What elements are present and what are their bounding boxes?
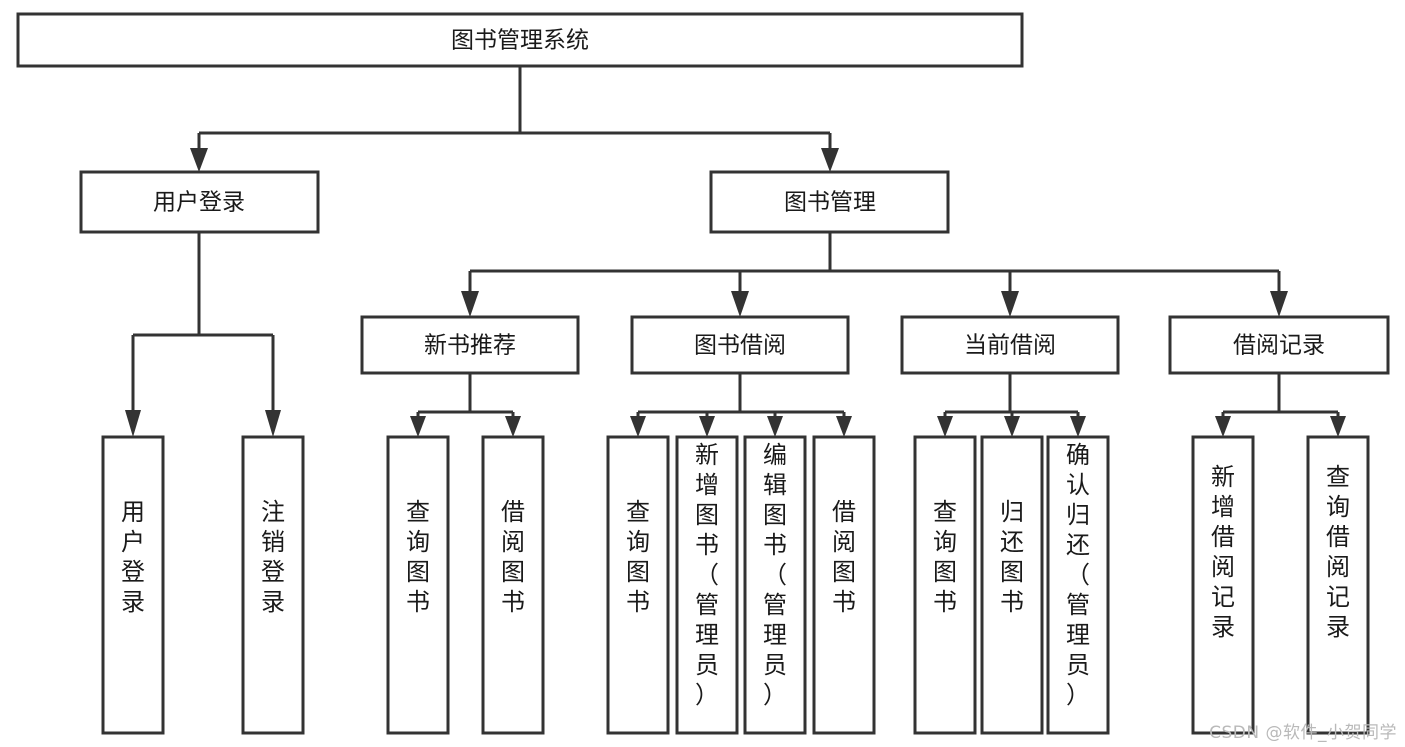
node-new-book-recommend-label: 新书推荐 bbox=[424, 333, 516, 359]
node-user-login[interactable]: 用户登录 bbox=[79, 170, 320, 234]
node-leaf-query-book-1[interactable]: 查询图书 bbox=[386, 435, 450, 735]
node-user-login-label: 用户登录 bbox=[153, 190, 245, 216]
edge-group-new-book-recommend bbox=[410, 373, 521, 437]
node-leaf-query-book-3-box[interactable] bbox=[913, 435, 977, 735]
node-borrow-record-box[interactable] bbox=[1168, 315, 1390, 375]
node-leaf-edit-book-admin-label: 编辑图书（管理员） bbox=[763, 441, 787, 709]
node-leaf-borrow-book-2[interactable]: 借阅图书 bbox=[812, 435, 876, 735]
node-root[interactable]: 图书管理系统 bbox=[16, 12, 1024, 68]
arrow-head-leaf-logout-login bbox=[265, 410, 281, 437]
node-leaf-query-book-2[interactable]: 查询图书 bbox=[606, 435, 670, 735]
arrow-head-leaf-borrow-book-2 bbox=[836, 416, 852, 437]
node-leaf-query-book-1-label: 查询图书 bbox=[406, 498, 430, 616]
arrow-head-leaf-query-book-2 bbox=[630, 416, 646, 437]
node-user-login-box[interactable] bbox=[79, 170, 320, 234]
node-leaf-return-book-box[interactable] bbox=[980, 435, 1044, 735]
node-borrow-record[interactable]: 借阅记录 bbox=[1168, 315, 1390, 375]
node-root-box[interactable] bbox=[16, 12, 1024, 68]
node-leaf-add-book-admin[interactable]: 新增图书（管理员） bbox=[675, 435, 739, 735]
node-book-manage-label: 图书管理 bbox=[784, 190, 876, 216]
node-leaf-add-borrow-record[interactable]: 新增借阅记录 bbox=[1191, 435, 1255, 735]
edge-group-current-borrow bbox=[937, 373, 1086, 437]
node-book-borrow-label: 图书借阅 bbox=[694, 333, 786, 359]
arrow-head-leaf-query-book-3 bbox=[937, 416, 953, 437]
node-leaf-query-book-1-box[interactable] bbox=[386, 435, 450, 735]
arrow-head-leaf-edit-book-admin bbox=[767, 416, 783, 437]
arrow-head-leaf-query-borrow-record bbox=[1330, 416, 1346, 437]
node-root-label: 图书管理系统 bbox=[451, 28, 589, 54]
edge-group-user-login bbox=[125, 232, 281, 437]
node-leaf-confirm-return-admin-box[interactable] bbox=[1046, 435, 1110, 735]
node-new-book-recommend-box[interactable] bbox=[360, 315, 580, 375]
node-leaf-add-borrow-record-label: 新增借阅记录 bbox=[1211, 463, 1235, 641]
arrow-head-new-book-recommend bbox=[461, 291, 479, 317]
edge-group-book-manage bbox=[461, 232, 1288, 317]
node-leaf-query-book-3[interactable]: 查询图书 bbox=[913, 435, 977, 735]
edge-group-root bbox=[190, 66, 839, 172]
node-leaf-return-book-label: 归还图书 bbox=[1000, 498, 1024, 616]
arrow-head-leaf-borrow-book-1 bbox=[505, 416, 521, 437]
node-book-borrow[interactable]: 图书借阅 bbox=[630, 315, 850, 375]
node-book-borrow-box[interactable] bbox=[630, 315, 850, 375]
node-leaf-query-book-2-label: 查询图书 bbox=[626, 498, 650, 616]
node-leaf-user-login[interactable]: 用户登录 bbox=[101, 435, 165, 735]
node-book-manage[interactable]: 图书管理 bbox=[709, 170, 950, 234]
arrow-head-leaf-query-book-1 bbox=[410, 416, 426, 437]
node-leaf-borrow-book-1-label: 借阅图书 bbox=[501, 498, 525, 616]
arrow-head-current-borrow bbox=[1001, 291, 1019, 317]
arrow-head-user-login bbox=[190, 148, 208, 172]
node-borrow-record-label: 借阅记录 bbox=[1233, 333, 1325, 359]
node-leaf-add-book-admin-label: 新增图书（管理员） bbox=[695, 441, 719, 709]
node-leaf-borrow-book-2-box[interactable] bbox=[812, 435, 876, 735]
node-current-borrow-label: 当前借阅 bbox=[964, 333, 1056, 359]
node-leaf-query-borrow-record[interactable]: 查询借阅记录 bbox=[1306, 435, 1370, 735]
node-leaf-add-borrow-record-box[interactable] bbox=[1191, 435, 1255, 735]
csdn-watermark: CSDN @软件_小贺同学 bbox=[1209, 723, 1397, 743]
node-leaf-return-book[interactable]: 归还图书 bbox=[980, 435, 1044, 735]
arrow-head-borrow-record bbox=[1270, 291, 1288, 317]
arrow-head-book-manage bbox=[821, 148, 839, 172]
edge-group-book-borrow bbox=[630, 373, 852, 437]
arrow-head-book-borrow bbox=[731, 291, 749, 317]
node-leaf-logout-login-box[interactable] bbox=[241, 435, 305, 735]
node-leaf-borrow-book-1-box[interactable] bbox=[481, 435, 545, 735]
node-leaf-logout-login-label: 注销登录 bbox=[261, 498, 285, 616]
node-book-manage-box[interactable] bbox=[709, 170, 950, 234]
node-leaf-query-book-3-label: 查询图书 bbox=[933, 498, 957, 616]
node-current-borrow-box[interactable] bbox=[900, 315, 1120, 375]
node-leaf-confirm-return-admin[interactable]: 确认归还（管理员） bbox=[1046, 435, 1110, 735]
node-leaf-query-book-2-box[interactable] bbox=[606, 435, 670, 735]
node-leaf-confirm-return-admin-label: 确认归还（管理员） bbox=[1066, 441, 1090, 709]
node-leaf-query-borrow-record-label: 查询借阅记录 bbox=[1326, 463, 1350, 641]
node-leaf-user-login-box[interactable] bbox=[101, 435, 165, 735]
arrow-head-leaf-confirm-return-admin bbox=[1070, 416, 1086, 437]
node-leaf-add-book-admin-box[interactable] bbox=[675, 435, 739, 735]
node-leaf-borrow-book-2-label: 借阅图书 bbox=[832, 498, 856, 616]
arrow-head-leaf-add-borrow-record bbox=[1215, 416, 1231, 437]
node-current-borrow[interactable]: 当前借阅 bbox=[900, 315, 1120, 375]
arrow-head-leaf-user-login bbox=[125, 410, 141, 437]
node-leaf-edit-book-admin[interactable]: 编辑图书（管理员） bbox=[743, 435, 807, 735]
node-leaf-borrow-book-1[interactable]: 借阅图书 bbox=[481, 435, 545, 735]
node-leaf-user-login-label: 用户登录 bbox=[121, 498, 145, 616]
arrow-head-leaf-add-book-admin bbox=[699, 416, 715, 437]
arrow-head-leaf-return-book bbox=[1004, 416, 1020, 437]
node-new-book-recommend[interactable]: 新书推荐 bbox=[360, 315, 580, 375]
node-leaf-logout-login[interactable]: 注销登录 bbox=[241, 435, 305, 735]
node-leaf-query-borrow-record-box[interactable] bbox=[1306, 435, 1370, 735]
edge-group-borrow-record bbox=[1215, 373, 1346, 437]
node-leaf-edit-book-admin-box[interactable] bbox=[743, 435, 807, 735]
